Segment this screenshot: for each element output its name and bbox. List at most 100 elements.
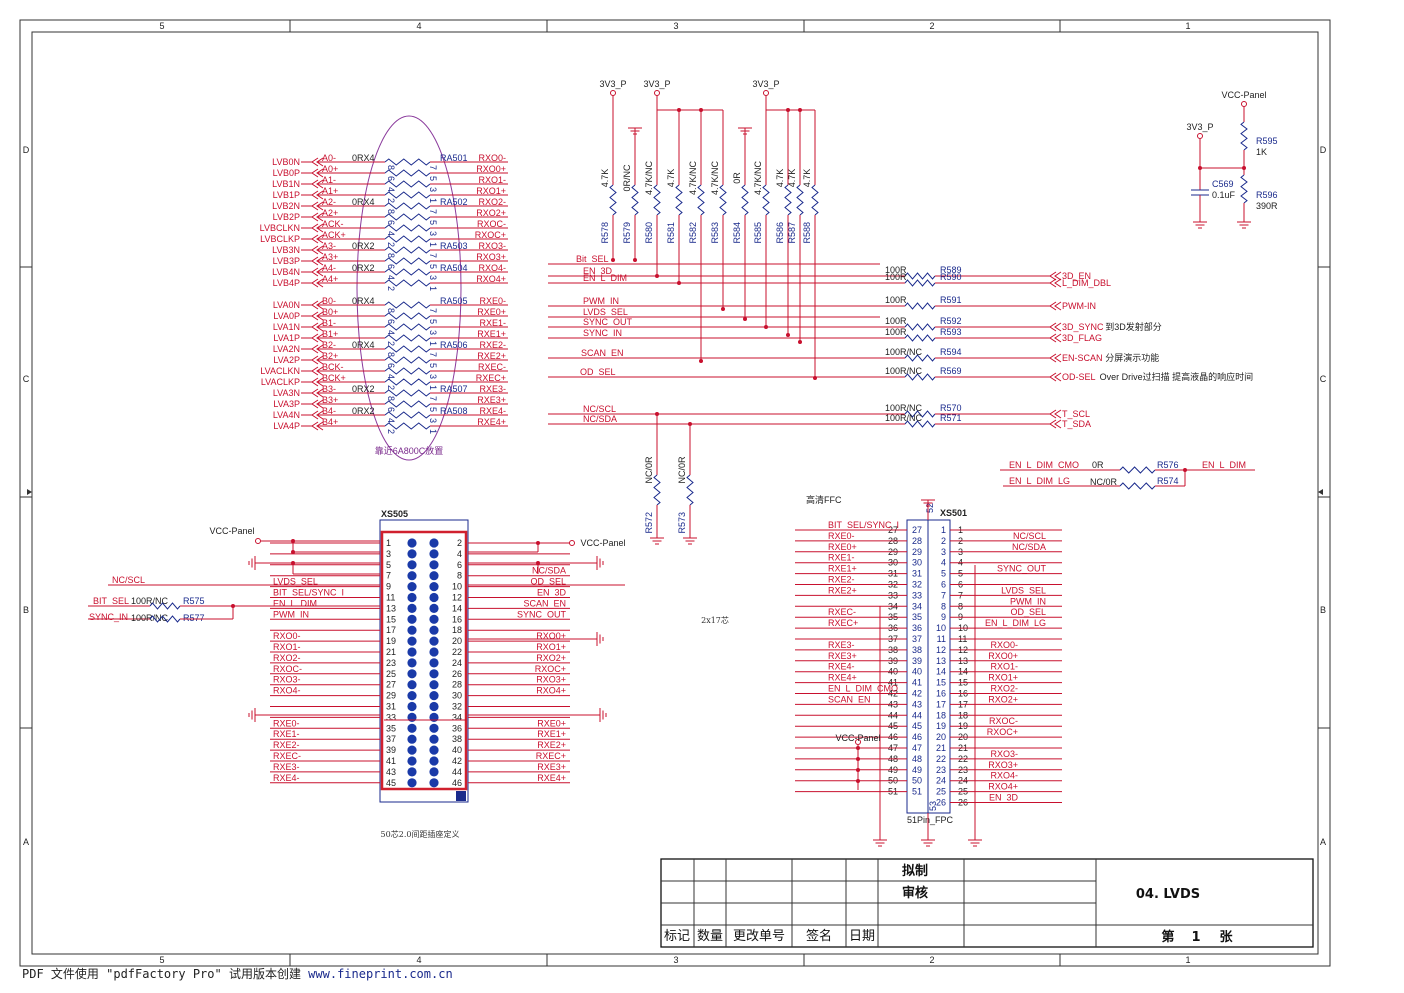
lva-in-signal: BCK+ xyxy=(322,373,346,383)
xs505-pin-right: 2 xyxy=(457,538,462,548)
i2c-value: NC/0R xyxy=(644,456,654,484)
xs505-pin-right: 18 xyxy=(452,625,462,635)
array-pin: 1 xyxy=(428,341,438,346)
ffc-pin-left-inner: 29 xyxy=(912,547,922,557)
net-note: 到3D发射部分 xyxy=(1105,321,1162,332)
ffc-net-right: RXO1- xyxy=(990,662,1018,672)
dim-net: EN_L_DIM_CMO xyxy=(1009,460,1079,470)
r575-ref: R575 xyxy=(183,596,205,606)
xs505-pin-right: 24 xyxy=(452,658,462,668)
array-pin: 8 xyxy=(386,308,396,313)
array-pin: 3 xyxy=(428,187,438,192)
pin-dot xyxy=(429,636,439,646)
ffc-pin-right-inner: 25 xyxy=(936,787,946,797)
pullup-ref: R578 xyxy=(600,222,610,244)
resistor-symbol xyxy=(384,235,431,243)
ctrl-net: NC/SCL xyxy=(583,404,616,414)
junction-dot xyxy=(856,779,860,783)
xs505-net-left: BIT_SEL/SYNC_I xyxy=(273,588,344,598)
pin-dot xyxy=(429,549,439,559)
array-pin: 5 xyxy=(428,407,438,412)
series-value: 100R xyxy=(885,265,907,275)
offpage-net: L_DIM_DBL xyxy=(1062,278,1111,288)
pullup-ref: R580 xyxy=(644,222,654,244)
ffc-pin-left-inner: 48 xyxy=(912,754,922,764)
pullup-ref: R583 xyxy=(710,222,720,244)
ffc-net-right: RXO1+ xyxy=(988,673,1018,683)
ffc-pin-left-inner: 42 xyxy=(912,689,922,699)
col-date: 日期 xyxy=(849,929,875,944)
xs505-net-right: OD_SEL xyxy=(530,577,566,587)
ffc-pin-left-inner: 41 xyxy=(912,678,922,688)
xs505-pin-right: 30 xyxy=(452,691,462,701)
xs505-net-right: SYNC_OUT xyxy=(517,609,567,619)
ctrl-net: SYNC_OUT xyxy=(583,317,633,327)
array-pin: 5 xyxy=(428,176,438,181)
offpage-connector-icon xyxy=(311,245,324,255)
ffc-label: 51Pin_FPC xyxy=(907,815,954,825)
lvb-out-signal: RXO2- xyxy=(478,197,506,207)
lvb-net: LVB0P xyxy=(273,168,300,178)
ffc-pin-right-inner: 20 xyxy=(936,732,946,742)
xs505-net-right: SCAN_EN xyxy=(523,598,566,608)
array-ref: RA507 xyxy=(440,384,468,394)
sheet-pre: 第 xyxy=(1161,929,1174,945)
resistor-symbol xyxy=(811,184,819,216)
xs505-pin-left: 13 xyxy=(386,603,396,613)
offpage-connector-icon xyxy=(311,399,324,409)
dim-value: NC/0R xyxy=(1090,477,1118,487)
series-ref: R589 xyxy=(940,265,962,275)
xs505-net-left: RXO2- xyxy=(273,653,301,663)
lva-net: LVA0N xyxy=(273,300,300,310)
array-value: 0RX2 xyxy=(352,241,375,251)
offpage-connector-icon xyxy=(311,212,324,222)
offpage-connector-icon xyxy=(311,355,324,365)
array-pin: 3 xyxy=(428,418,438,423)
xs505-net-left: RXOC- xyxy=(273,664,302,674)
array-pin: 1 xyxy=(428,242,438,247)
r595-value: 1K xyxy=(1256,147,1267,157)
zone-row-label: C xyxy=(23,374,30,384)
offpage-connector-icon xyxy=(1049,271,1062,281)
pin-dot xyxy=(407,538,417,548)
lva-in-signal: B0+ xyxy=(322,307,338,317)
junction-dot xyxy=(798,340,802,344)
ffc-pin-left-inner: 49 xyxy=(912,765,922,775)
pin-dot xyxy=(407,571,417,581)
array-pin: 6 xyxy=(386,176,396,181)
array-pin: 4 xyxy=(386,374,396,379)
xs505-pin-left: 17 xyxy=(386,625,396,635)
pin-dot xyxy=(407,767,417,777)
offpage-net: T_SDA xyxy=(1062,419,1091,429)
ffc-pin-right-inner: 13 xyxy=(936,656,946,666)
power-vcc-panel-left: VCC-Panel xyxy=(209,526,261,544)
xs505-pin-right: 4 xyxy=(457,549,462,559)
junction-dot xyxy=(291,539,295,543)
xs505-pin-left: 37 xyxy=(386,734,396,744)
series-value: 100R/NC xyxy=(885,403,923,413)
series-ref: R593 xyxy=(940,327,962,337)
xs505-net-left: RXO0- xyxy=(273,631,301,641)
zone-row-label: C xyxy=(1320,374,1327,384)
lvb-in-signal: A3+ xyxy=(322,252,338,262)
series-ref: R592 xyxy=(940,316,962,326)
xs505-pin-right: 16 xyxy=(452,614,462,624)
pin-dot xyxy=(429,767,439,777)
offpage-net: EN-SCAN xyxy=(1062,353,1103,363)
lva-out-signal: RXE1+ xyxy=(477,329,506,339)
ffc-net-left: RXE0- xyxy=(828,531,855,541)
ffc-pin-left-inner: 36 xyxy=(912,623,922,633)
pin-dot xyxy=(407,745,417,755)
array-ref: RA506 xyxy=(440,340,468,350)
xs505-net-left: RXO3- xyxy=(273,675,301,685)
lvb-in-signal: A4+ xyxy=(322,274,338,284)
footer-link[interactable]: www.fineprint.com.cn xyxy=(308,967,453,981)
pullup-ref: R582 xyxy=(688,222,698,244)
offpage-connector-icon xyxy=(311,234,324,244)
lvb-net: LVB2P xyxy=(273,212,300,222)
array-value: 0RX2 xyxy=(352,263,375,273)
ffc-pin-left-inner: 50 xyxy=(912,776,922,786)
xs505-net-right: RXO0+ xyxy=(536,631,566,641)
zone-col-label: 4 xyxy=(416,21,421,31)
